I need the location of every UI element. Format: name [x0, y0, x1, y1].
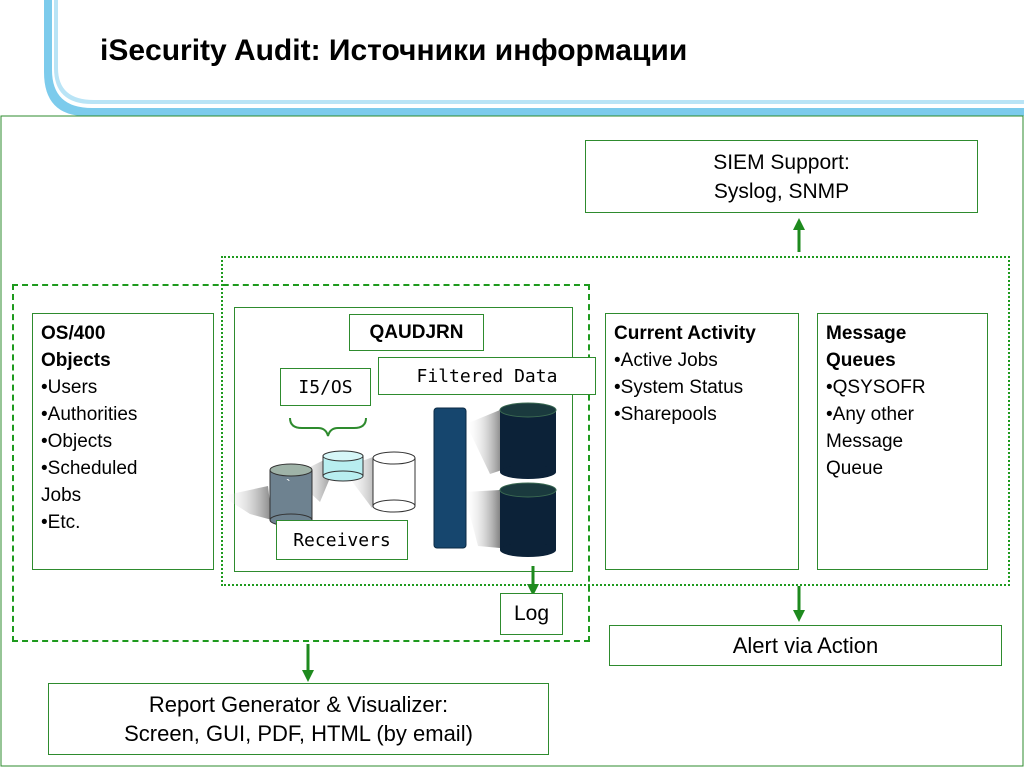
dashed-region — [12, 284, 590, 642]
dotted-region — [221, 256, 1010, 586]
cylinder-shadow — [464, 490, 500, 548]
alert-via-action-box: Alert via Action — [609, 625, 1002, 666]
arrow-down-icon — [527, 566, 539, 596]
message-queues-heading-line2: Queues — [826, 350, 896, 371]
message-queues-item: •Any other — [826, 404, 914, 425]
cylinder-mark: ` — [286, 476, 291, 492]
slide-title: iSecurity Audit: Источники информации — [100, 34, 688, 67]
data-cylinder — [499, 402, 557, 479]
message-queues-box: Message Queues •QSYSOFR •Any other Messa… — [817, 313, 988, 570]
data-cylinder — [499, 482, 557, 557]
os400-item: •Users — [41, 377, 98, 398]
siem-line2: Syslog, SNMP — [713, 179, 850, 203]
current-activity-item: •System Status — [614, 377, 744, 398]
message-queues-item: •QSYSOFR — [826, 377, 926, 398]
cylinder-shadow — [466, 410, 502, 474]
arrow-up-icon — [793, 218, 805, 252]
current-activity-item: •Active Jobs — [614, 350, 718, 371]
receiver-cylinder — [322, 450, 364, 482]
siem-line1: SIEM Support: — [713, 150, 850, 174]
journal-bar — [433, 407, 467, 549]
qaudjrn-label: QAUDJRN — [349, 314, 484, 351]
report-line1: Report Generator & Visualizer: — [148, 692, 449, 717]
receiver-cylinder — [372, 451, 416, 513]
i5os-label: I5/OS — [280, 368, 371, 406]
log-box: Log — [500, 593, 563, 635]
current-activity-box: Current Activity •Active Jobs •System St… — [605, 313, 799, 570]
os400-item: Jobs — [41, 485, 82, 506]
message-queues-heading-line1: Message — [826, 323, 907, 344]
cylinder-shadow — [222, 486, 272, 520]
content-frame — [0, 115, 1024, 767]
receiver-cylinder — [269, 463, 313, 527]
os400-heading-line1: OS/400 — [41, 323, 106, 344]
os400-item: •Authorities — [41, 404, 138, 425]
os400-item: •Etc. — [41, 512, 81, 533]
report-generator-box: Report Generator & Visualizer: Screen, G… — [48, 683, 549, 755]
current-activity-item: •Sharepools — [614, 404, 717, 425]
arrow-down-icon — [793, 586, 805, 622]
brace-icon — [289, 417, 367, 437]
message-queues-item: Message — [826, 431, 904, 452]
arrow-down-icon — [302, 644, 314, 682]
receivers-label: Receivers — [276, 520, 408, 560]
os400-item: •Scheduled — [41, 458, 138, 479]
message-queues-item: Queue — [826, 458, 884, 479]
siem-support-box: SIEM Support: Syslog, SNMP — [585, 140, 978, 213]
os400-item: •Objects — [41, 431, 113, 452]
os400-heading-line2: Objects — [41, 350, 111, 371]
os400-objects-box: OS/400 Objects •Users •Authorities •Obje… — [32, 313, 214, 570]
filtered-data-label: Filtered Data — [378, 357, 596, 395]
report-line2: Screen, GUI, PDF, HTML (by email) — [124, 721, 473, 746]
current-activity-heading: Current Activity — [614, 323, 756, 344]
